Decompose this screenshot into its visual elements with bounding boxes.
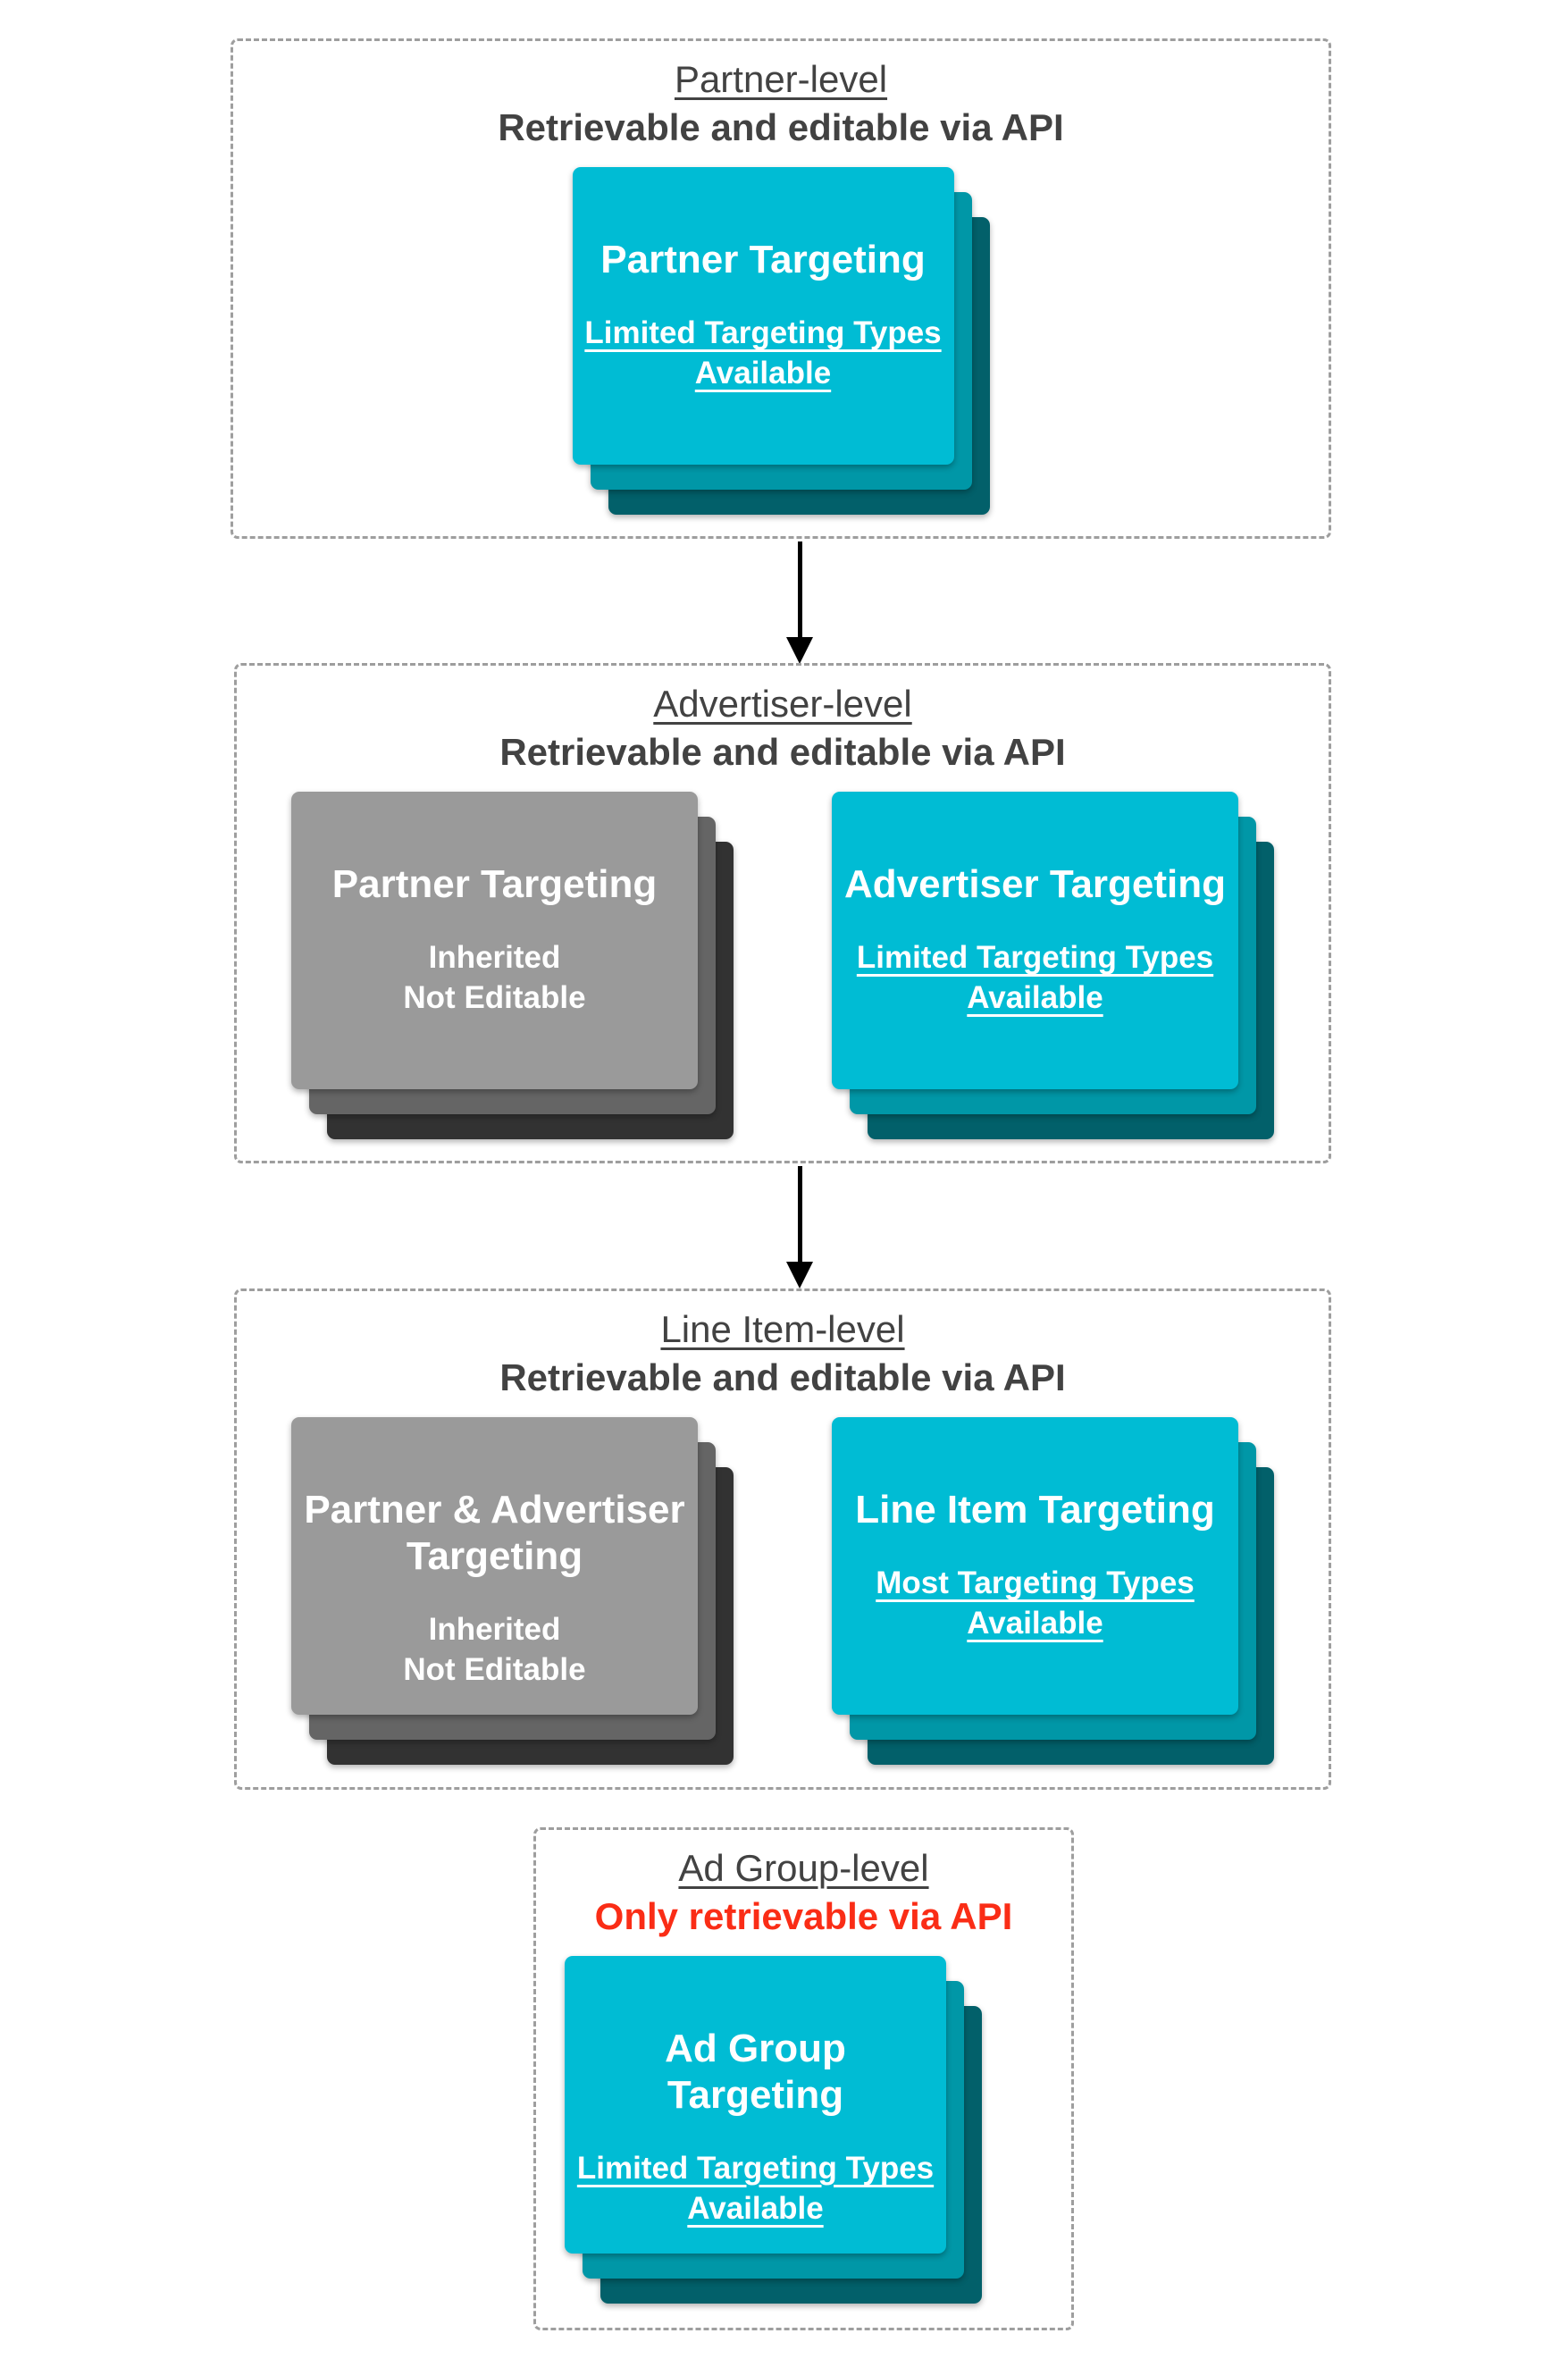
card-title: Partner & Advertiser Targeting — [304, 1488, 685, 1578]
cards-row: Partner & Advertiser Targeting Inherited… — [237, 1417, 1329, 1766]
card-subtitle: Inherited Not Editable — [403, 1611, 586, 1687]
section-line-item-level: Line Item-level Retrievable and editable… — [234, 1288, 1331, 1790]
card-subtitle: Most Targeting Types Available — [876, 1565, 1195, 1641]
card-title: Line Item Targeting — [855, 1488, 1215, 1532]
card-stack-ad-group-targeting: Ad Group Targeting Limited Targeting Typ… — [565, 1956, 982, 2304]
card-inherited-partner-targeting: Partner Targeting Inherited Not Editable — [291, 792, 698, 1090]
card-stack-inherited-partner-targeting: Partner Targeting Inherited Not Editable — [291, 792, 734, 1140]
card-title: Partner Targeting — [331, 862, 658, 907]
card-line-item-targeting: Line Item Targeting Most Targeting Types… — [832, 1417, 1238, 1716]
arrow-shaft — [797, 1166, 802, 1262]
cards-row: Partner Targeting Inherited Not Editable… — [237, 792, 1329, 1140]
card-subtitle: Limited Targeting Types Available — [576, 2150, 935, 2226]
section-ad-group-level: Ad Group-level Only retrievable via API … — [533, 1827, 1074, 2330]
card-stack-inherited-partner-advertiser-targeting: Partner & Advertiser Targeting Inherited… — [291, 1417, 734, 1766]
section-title: Advertiser-level — [653, 683, 912, 725]
card-title: Ad Group Targeting — [665, 2027, 846, 2117]
card-stack-partner-targeting: Partner Targeting Limited Targeting Type… — [572, 167, 990, 516]
section-title: Ad Group-level — [678, 1847, 929, 1889]
section-partner-level: Partner-level Retrievable and editable v… — [231, 38, 1331, 539]
card-inherited-partner-advertiser-targeting: Partner & Advertiser Targeting Inherited… — [291, 1417, 698, 1716]
section-subtitle: Only retrievable via API — [594, 1894, 1013, 1937]
card-stack-line-item-targeting: Line Item Targeting Most Targeting Types… — [832, 1417, 1274, 1766]
card-title: Advertiser Targeting — [843, 862, 1227, 907]
section-advertiser-level: Advertiser-level Retrievable and editabl… — [234, 663, 1331, 1163]
card-subtitle: Limited Targeting Types Available — [584, 315, 942, 390]
card-advertiser-targeting: Advertiser Targeting Limited Targeting T… — [832, 792, 1238, 1090]
arrow-shaft — [797, 541, 802, 637]
card-title: Partner Targeting — [600, 238, 926, 282]
cards-row: Partner Targeting Limited Targeting Type… — [233, 167, 1329, 516]
section-subtitle: Retrievable and editable via API — [498, 105, 1064, 148]
flow-arrow-advertiser-to-line-item — [786, 1166, 813, 1288]
section-title: Partner-level — [674, 58, 888, 100]
card-stack-advertiser-targeting: Advertiser Targeting Limited Targeting T… — [832, 792, 1274, 1140]
section-subtitle: Retrievable and editable via API — [499, 1356, 1066, 1398]
card-subtitle: Inherited Not Editable — [403, 940, 586, 1015]
card-ad-group-targeting: Ad Group Targeting Limited Targeting Typ… — [565, 1956, 946, 2254]
section-subtitle: Retrievable and editable via API — [499, 730, 1066, 773]
arrow-head-icon — [786, 1262, 813, 1288]
card-subtitle: Limited Targeting Types Available — [856, 940, 1214, 1015]
section-title: Line Item-level — [660, 1308, 905, 1350]
flow-arrow-partner-to-advertiser — [786, 541, 813, 664]
cards-row: Ad Group Targeting Limited Targeting Typ… — [506, 1956, 1041, 2304]
arrow-head-icon — [786, 637, 813, 664]
card-partner-targeting: Partner Targeting Limited Targeting Type… — [572, 167, 954, 466]
